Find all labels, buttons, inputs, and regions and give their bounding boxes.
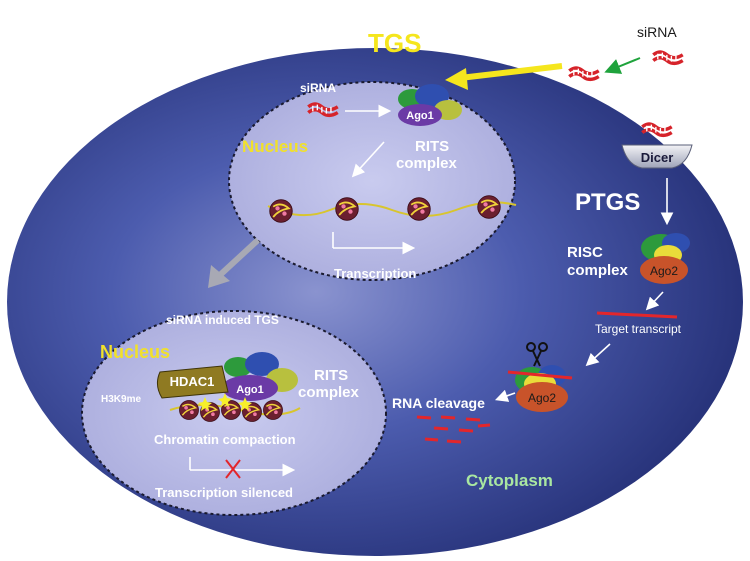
risc-ago2-complex [640, 233, 690, 284]
dicer-label: Dicer [641, 150, 674, 165]
arrow-to-cleavage [585, 343, 611, 367]
ago1-complex [398, 84, 462, 126]
sirna-in-cell-icon [567, 66, 601, 82]
compact-nucleosome-5 [262, 399, 284, 421]
nucleus2-ago1-label: Ago1 [236, 384, 264, 396]
cleaved-rna-fragments [416, 415, 491, 444]
nucleosome-1 [268, 198, 294, 224]
green-arrow [604, 57, 641, 74]
tgs-label: TGS [368, 28, 421, 58]
gray-arrow [217, 237, 261, 278]
ago2-risc-label: Ago2 [650, 264, 678, 278]
target-transcript-line [596, 311, 678, 319]
sirna-outside-label: siRNA [637, 24, 677, 40]
ago2-cleavage-label: Ago2 [528, 391, 556, 405]
nucleus1-sirna-label: siRNA [300, 81, 336, 95]
nucleosome-3 [406, 196, 432, 222]
target-transcript-label: Target transcript [595, 322, 682, 336]
tgs-arrow-head [445, 68, 468, 90]
arrow-to-dicer-sirna [611, 84, 645, 116]
nucleus1-transcription-label: Transcription [334, 266, 416, 281]
hdac1-label: HDAC1 [170, 374, 215, 389]
h3k9me-label: H3K9me [101, 394, 141, 405]
arrow-rits-to-chromatin [351, 141, 385, 178]
methyl-stars [198, 393, 252, 411]
rna-cleavage-label: RNA cleavage [392, 395, 485, 411]
nucleus-1 [228, 81, 516, 281]
gray-arrow-head [208, 265, 230, 288]
nucleosome-4 [476, 194, 502, 220]
nucleus2-label: Nucleus [100, 342, 170, 362]
arrow-to-rna-cleavage [494, 389, 516, 402]
cleavage-complex [507, 365, 573, 412]
blocked-x-icon [225, 459, 241, 479]
nucleus1-ago1-label: Ago1 [406, 110, 434, 122]
nucleus1-dna-strand [267, 201, 517, 217]
cytoplasm-label: Cytoplasm [466, 471, 553, 490]
nucleus1-label: Nucleus [242, 137, 308, 156]
chromatin-compaction-label: Chromatin compaction [154, 432, 296, 447]
ptgs-label: PTGS [575, 189, 640, 216]
dicer-shape [621, 144, 693, 169]
nucleosome-2 [334, 196, 360, 222]
nucleus2-title: siRNA induced TGS [166, 313, 279, 327]
transcription-silenced-label: Transcription silenced [155, 485, 293, 500]
rits-hdac-complex [156, 352, 298, 401]
scissors-icon [526, 342, 548, 367]
arrow-risc-down [645, 291, 664, 311]
tgs-arrow [459, 63, 563, 81]
sirna-outside-icon [651, 50, 685, 66]
compact-nucleosome-1 [178, 399, 200, 421]
